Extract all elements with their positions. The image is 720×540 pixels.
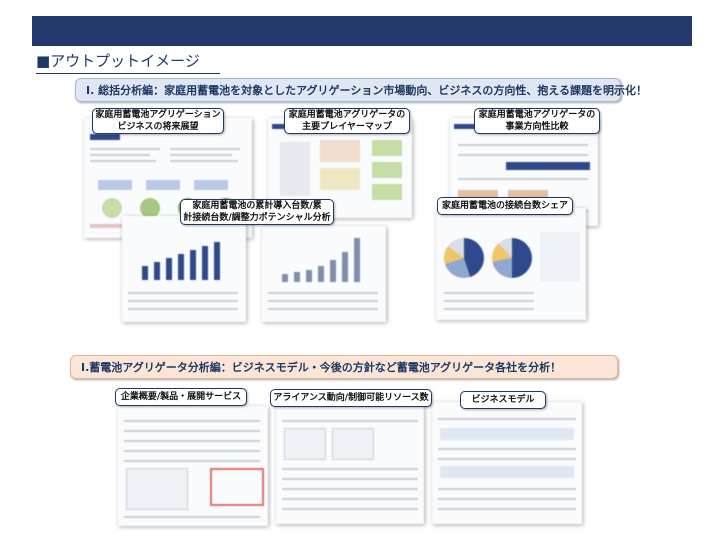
aggregator-banner: Ⅰ.蓄電池アグリゲータ分析編：ビジネスモデル・今後の方針など蓄電池アグリゲータ各… bbox=[70, 355, 618, 379]
thumbnail-alliance bbox=[276, 404, 424, 524]
overview-banner: Ⅰ. 総括分析編：家庭用蓄電池を対象としたアグリゲーション市場動向、ビジネスの方… bbox=[75, 78, 647, 102]
label-cumulative-analysis: 家庭用蓄電池の累計導入台数/累 計接続台数/調整力ポテンシャル分析 bbox=[180, 199, 334, 225]
label-future-outlook: 家庭用蓄電池アグリゲーション ビジネスの将来展望 bbox=[92, 108, 224, 134]
label-business-model: ビジネスモデル bbox=[460, 391, 546, 409]
thumbnail-share-pies bbox=[436, 208, 586, 320]
thumbnail-player-map bbox=[268, 118, 412, 218]
label-company-overview: 企業概要/製品・展開サービス bbox=[115, 388, 247, 406]
label-player-map: 家庭用蓄電池アグリゲータの 主要プレイヤーマップ bbox=[284, 108, 410, 134]
thumbnail-cumulative-chart-2 bbox=[262, 226, 386, 322]
label-connection-share: 家庭用蓄電池の接続台数シェア bbox=[437, 197, 573, 215]
header-bar bbox=[32, 16, 692, 46]
thumbnail-cumulative-chart-1 bbox=[122, 216, 246, 322]
label-alliance-trends: アライアンス動向/制御可能リソース数 bbox=[270, 389, 432, 407]
section-title: ■アウトプットイメージ bbox=[36, 52, 220, 74]
thumbnail-company-overview bbox=[118, 406, 268, 526]
thumbnail-business-model bbox=[432, 402, 582, 524]
label-direction-comparison: 家庭用蓄電池アグリゲータの 事業方向性比較 bbox=[474, 108, 600, 134]
